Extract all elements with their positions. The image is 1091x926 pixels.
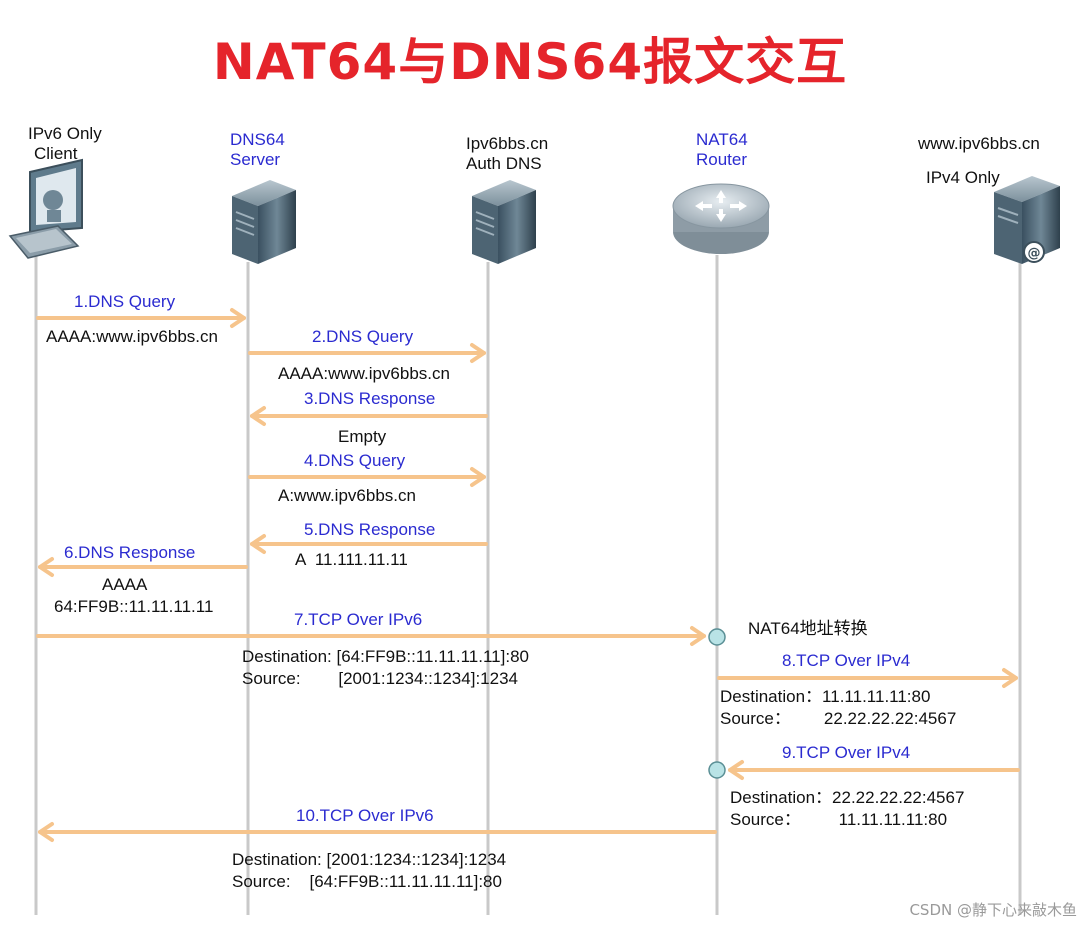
node-client-name: IPv6 Only Client bbox=[28, 124, 102, 163]
message-5-detail: A 11.111.11.11 bbox=[295, 550, 408, 569]
message-2-label: 2.DNS Query bbox=[312, 327, 414, 346]
server-tower-icon bbox=[472, 180, 536, 264]
message-2-detail: AAAA:www.ipv6bbs.cn bbox=[278, 364, 450, 383]
message-10-detail-2: Source: [64:FF9B::11.11.11.11]:80 bbox=[232, 872, 502, 891]
message-3-detail: Empty bbox=[338, 427, 387, 446]
message-9-detail: Destination：22.22.22.22:4567 bbox=[730, 788, 965, 807]
node-auth-name: Ipv6bbs.cn Auth DNS bbox=[466, 134, 549, 173]
nat-translation-point bbox=[708, 628, 726, 646]
message-1-label: 1.DNS Query bbox=[74, 292, 176, 311]
node-dns64-name: DNS64 Server bbox=[230, 130, 285, 169]
computer-icon bbox=[8, 158, 83, 259]
node-nat64-name: NAT64 Router bbox=[696, 130, 748, 169]
message-1-detail: AAAA:www.ipv6bbs.cn bbox=[46, 327, 218, 346]
message-4-label: 4.DNS Query bbox=[304, 451, 406, 470]
message-6-detail: AAAA bbox=[102, 575, 148, 594]
svg-text:@: @ bbox=[1028, 246, 1041, 261]
router-icon bbox=[672, 183, 770, 254]
message-7-detail-2: Source: [2001:1234::1234]:1234 bbox=[242, 669, 518, 688]
message-4-detail: A:www.ipv6bbs.cn bbox=[278, 486, 416, 505]
nat-translation-point bbox=[708, 761, 726, 779]
nat-translation-note: NAT64地址转换 bbox=[748, 619, 868, 638]
message-9-detail-2: Source： 11.11.11.11:80 bbox=[730, 810, 948, 829]
message-5-label: 5.DNS Response bbox=[304, 520, 436, 539]
message-9-label: 9.TCP Over IPv4 bbox=[782, 743, 911, 762]
web-server-icon: @ bbox=[994, 176, 1060, 264]
message-3-label: 3.DNS Response bbox=[304, 389, 436, 408]
server-tower-icon bbox=[232, 180, 296, 264]
diagram-title: NAT64与DNS64报文交互 bbox=[212, 33, 848, 91]
message-8-detail: Destination：11.11.11.11:80 bbox=[720, 687, 931, 706]
node-server-name: www.ipv6bbs.cn IPv4 Only bbox=[918, 134, 1040, 187]
watermark: CSDN @静下心来敲木鱼 bbox=[909, 901, 1077, 919]
message-8-label: 8.TCP Over IPv4 bbox=[782, 651, 911, 670]
message-8-detail-2: Source： 22.22.22.22:4567 bbox=[720, 709, 957, 728]
message-7-label: 7.TCP Over IPv6 bbox=[294, 610, 423, 629]
message-6-detail-2: 64:FF9B::11.11.11.11 bbox=[54, 597, 214, 616]
message-10-label: 10.TCP Over IPv6 bbox=[296, 806, 434, 825]
message-7-detail: Destination: [64:FF9B::11.11.11.11]:80 bbox=[242, 647, 529, 666]
message-10-detail: Destination: [2001:1234::1234]:1234 bbox=[232, 850, 507, 869]
message-6-label: 6.DNS Response bbox=[64, 543, 196, 562]
